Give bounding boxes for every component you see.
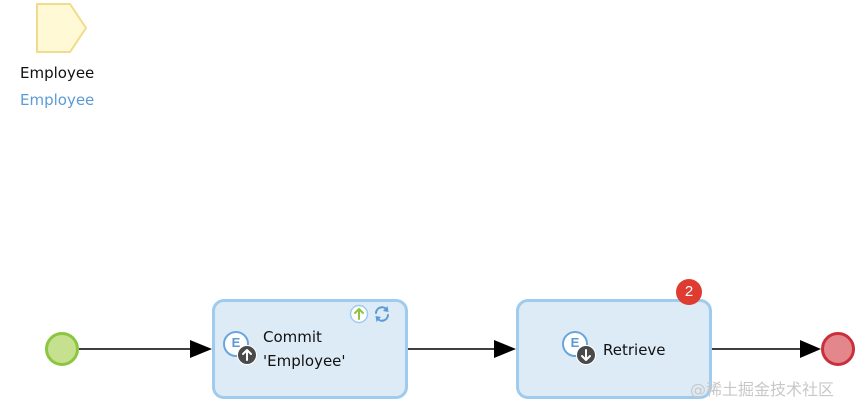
start-event[interactable] (45, 332, 79, 366)
watermark: @稀土掘金技术社区 (690, 380, 835, 399)
commit-label-line2: 'Employee' (263, 352, 346, 370)
arrow-up-icon (237, 345, 257, 365)
flow-start-to-commit[interactable] (79, 340, 212, 358)
arrow-up-circle-icon (349, 304, 369, 324)
parameter-name: Employee (20, 64, 95, 82)
flow-retrieve-to-end[interactable] (712, 340, 821, 358)
parameter-type: Employee (20, 91, 95, 109)
refresh-icon (372, 304, 392, 324)
arrow-down-icon (576, 345, 596, 365)
entity-icon: E (562, 331, 588, 357)
entity-letter: E (231, 335, 241, 350)
error-count-badge[interactable]: 2 (676, 279, 702, 305)
end-event[interactable] (821, 332, 855, 366)
commit-activity[interactable]: E Commit 'Employee' (212, 299, 408, 399)
flow-commit-to-retrieve[interactable] (408, 340, 516, 358)
retrieve-activity[interactable]: E Retrieve (516, 299, 712, 399)
commit-label-line1: Commit (263, 328, 322, 346)
retrieve-label: Retrieve (603, 341, 666, 359)
parameter-shape[interactable] (36, 3, 88, 53)
entity-letter: E (570, 335, 580, 350)
